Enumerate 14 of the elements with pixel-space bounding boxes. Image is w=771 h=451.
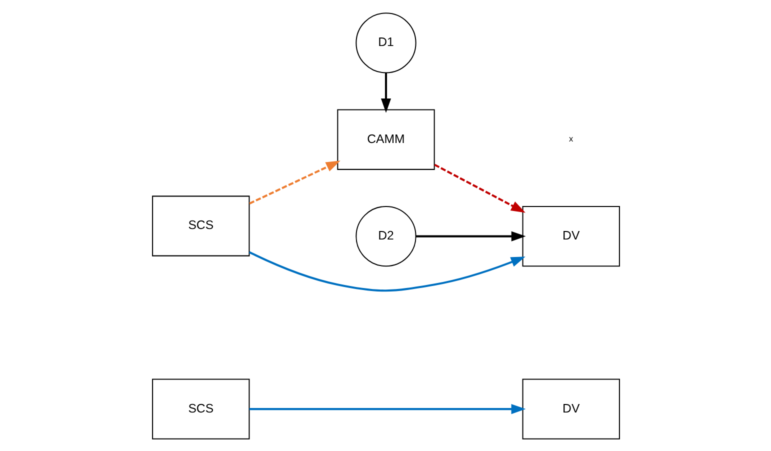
node-box: DV [522,378,620,439]
node-box: SCS [152,378,250,439]
arrow [248,404,526,414]
arrow [434,163,525,212]
node-circle: D2 [355,205,416,266]
node-box: DV [522,205,620,266]
node-circle: D1 [355,12,416,73]
arrow [380,72,391,112]
node-box: SCS [152,195,250,256]
node-box: CAMM [336,108,434,170]
arrow [248,160,340,204]
arrow [416,230,526,241]
arrow [248,250,525,292]
label: x [568,134,573,144]
